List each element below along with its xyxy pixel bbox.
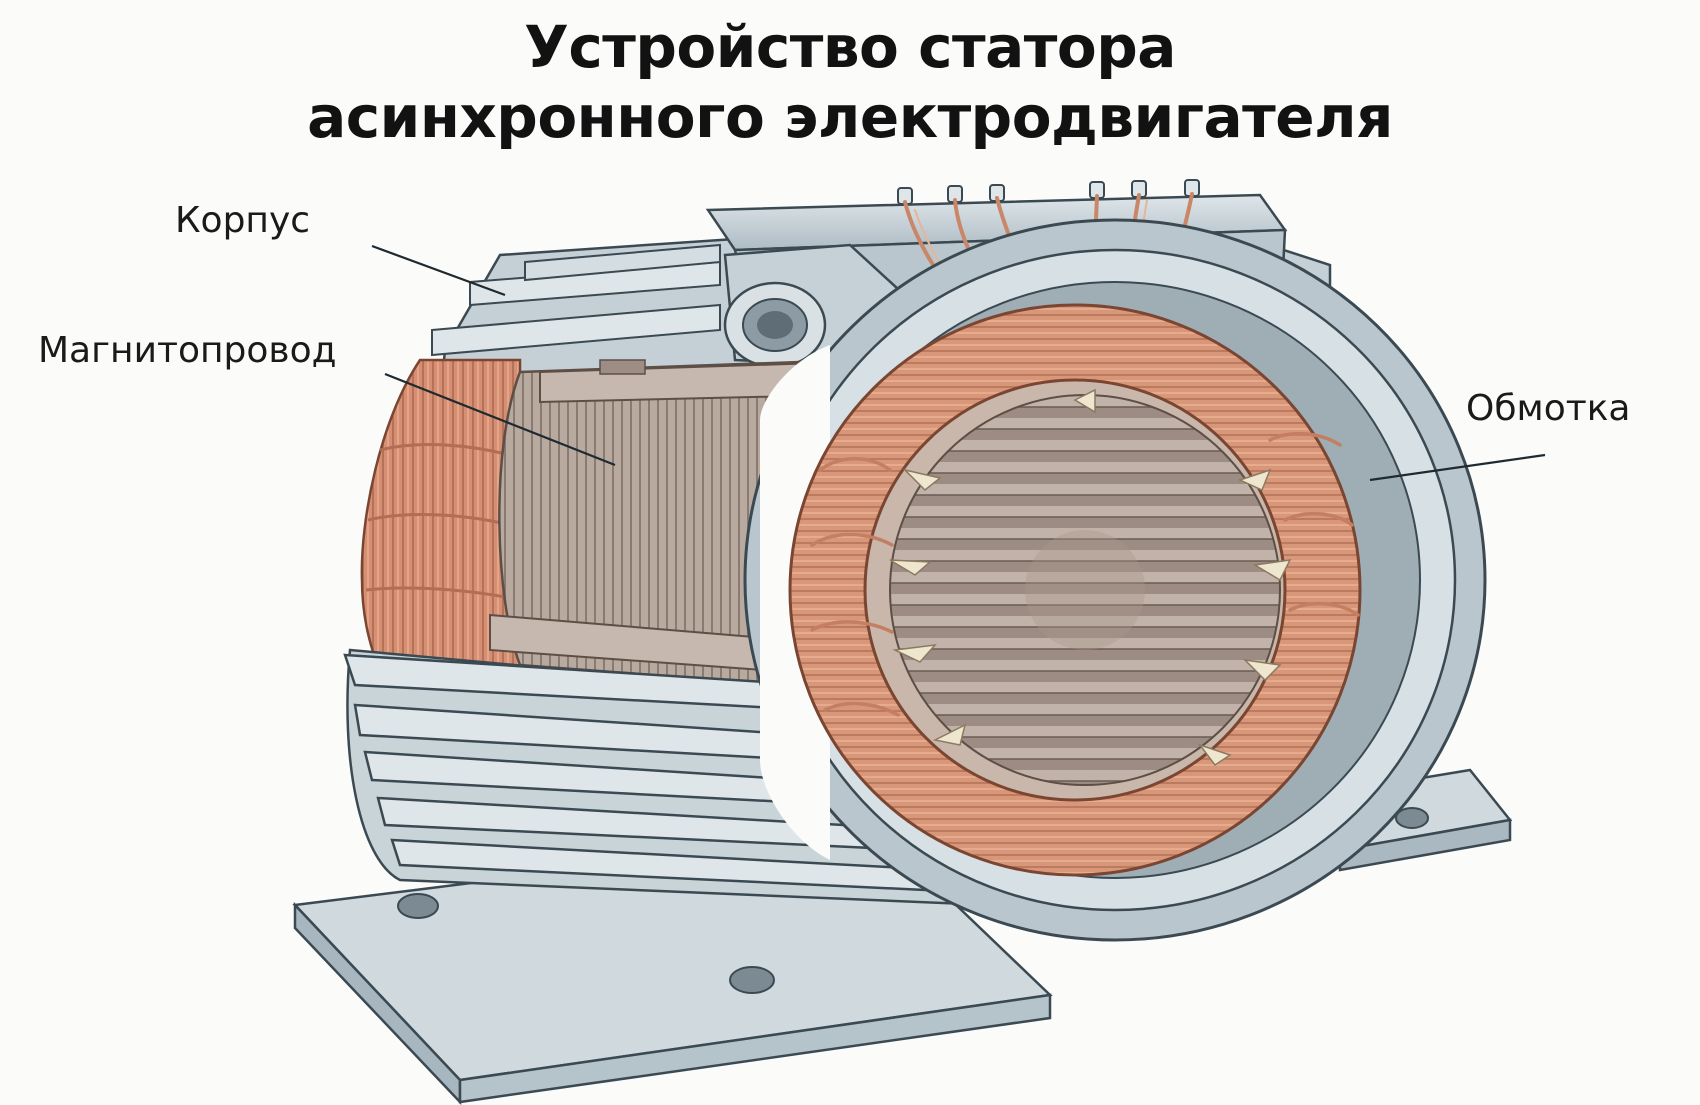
label-magnetic-core: Магнитопровод (38, 330, 337, 371)
front-end-winding (788, 303, 1362, 877)
title-line-1: Устройство статора (524, 13, 1176, 81)
winding-leader (1369, 453, 1546, 482)
core-leader (384, 372, 616, 467)
title-line-2: асинхронного электродвигателя (307, 83, 1393, 151)
label-winding: Обмотка (1466, 388, 1631, 429)
label-housing: Корпус (175, 200, 311, 241)
housing-leader (371, 244, 506, 297)
diagram-title: Устройство статора асинхронного электрод… (0, 12, 1700, 152)
leader-lines (371, 244, 1546, 482)
